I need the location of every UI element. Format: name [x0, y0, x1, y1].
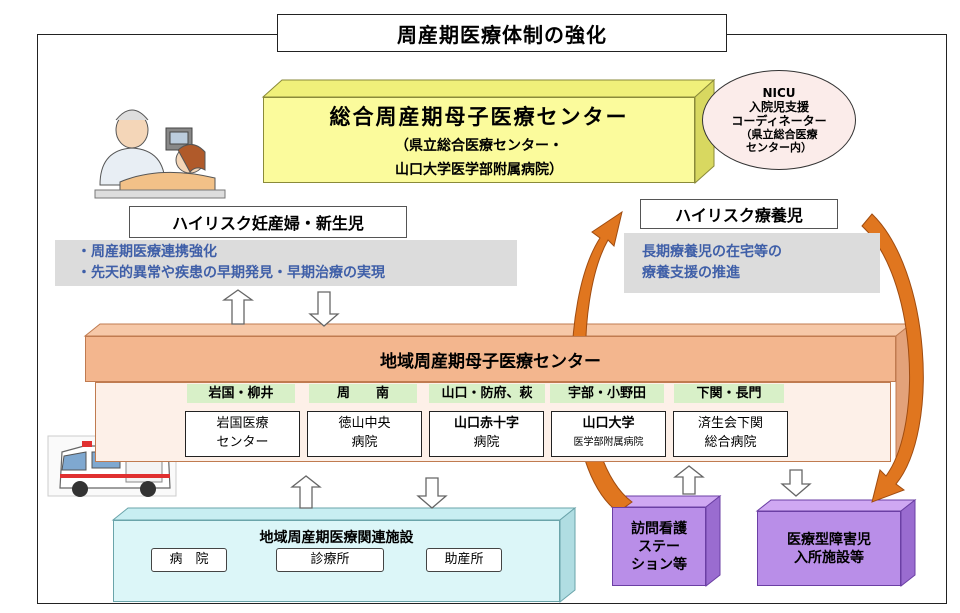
mother-notes-box: ・周産期医療連携強化 ・先天的異常や疾患の早期発見・早期治療の実現	[55, 240, 517, 286]
comprehensive-perinatal-center: 総合周産期母子医療センター （県立総合医療センター・ 山口大学医学部附属病院）	[263, 97, 695, 183]
mother-note-1: ・周産期医療連携強化	[77, 244, 217, 260]
area-tag-shunan: 周 南	[309, 384, 417, 403]
area-tag-yamaguchi: 山口・防府、萩	[429, 384, 545, 403]
hospital-tokuyama-line2: 病院	[351, 435, 378, 450]
nicu-coordinator-ellipse: NICU 入院児支援 コーディネーター （県立総合医療 センター内）	[702, 70, 856, 170]
high-risk-child-label: ハイリスク療養児	[640, 199, 838, 229]
hospital-yamaguchi-redcross: 山口赤十字 病院	[429, 411, 544, 457]
high-risk-mother-label: ハイリスク妊産婦・新生児	[129, 206, 407, 238]
facility-hospital: 病 院	[151, 548, 227, 572]
nurse-line2: ステー	[638, 538, 680, 555]
disabled-line1: 医療型障害児	[787, 531, 871, 548]
area-tag-shimonoseki: 下関・長門	[674, 384, 784, 403]
regional-center-name: 地域周産期母子医療センター	[380, 351, 601, 372]
main-center-line2: （県立総合医療センター・	[395, 138, 563, 154]
hospital-saiseikai-shimonoseki: 済生会下関 総合病院	[673, 411, 788, 457]
hospital-saiseikai-line1: 済生会下関	[697, 416, 763, 431]
facility-top-face	[111, 507, 577, 521]
area-tag-ube: 宇部・小野田	[550, 384, 664, 403]
curved-arrow-right	[861, 213, 924, 503]
nicu-line1: NICU	[762, 86, 796, 100]
child-note-1: 長期療養児の在宅等の	[642, 244, 782, 260]
facility-title: 地域周産期医療関連施設	[259, 530, 414, 546]
facility-side-face	[559, 506, 576, 604]
down-arrow-facility	[416, 477, 448, 509]
nurse-line3: ション等	[631, 556, 687, 573]
nicu-line2: 入院児支援	[748, 100, 809, 114]
facility-clinic: 診療所	[276, 548, 384, 572]
main-center-top-face	[261, 79, 716, 98]
down-arrow-disabled	[780, 469, 812, 497]
hospital-saiseikai-line2: 総合病院	[704, 435, 757, 450]
hospital-redcross-line2: 病院	[473, 435, 500, 450]
hospital-iwakuni-line1: 岩国医療	[216, 416, 269, 431]
doctor-patient-illustration	[94, 109, 226, 199]
nicu-line4: （県立総合医療	[740, 128, 818, 141]
hospital-university-line1: 山口大学	[582, 416, 635, 431]
regional-center-top-face	[83, 323, 913, 337]
child-note-2: 療養支援の推進	[642, 265, 740, 281]
hospital-iwakuni-line2: センター	[216, 435, 269, 450]
ambulance-illustration	[47, 435, 177, 497]
disabled-facility-side-face	[900, 498, 916, 588]
disabled-line2: 入所施設等	[794, 549, 864, 566]
nicu-line3: コーディネーター	[731, 114, 827, 128]
hospital-tokuyama-line1: 徳山中央	[338, 416, 391, 431]
nurse-line1: 訪問看護	[631, 520, 687, 537]
disabled-child-facility: 医療型障害児 入所施設等	[757, 511, 901, 586]
visiting-nurse-station: 訪問看護 ステー ション等	[612, 507, 706, 586]
regional-perinatal-center: 地域周産期母子医療センター	[85, 336, 896, 382]
visiting-nurse-side-face	[705, 494, 721, 588]
hospital-iwakuni: 岩国医療 センター	[185, 411, 300, 457]
main-center-name: 総合周産期母子医療センター	[329, 105, 629, 129]
up-arrow-facility	[290, 475, 322, 509]
main-center-line3: 山口大学医学部附属病院）	[395, 162, 563, 178]
facility-midwifery: 助産所	[426, 548, 502, 572]
nicu-line5: センター内）	[746, 141, 812, 154]
mother-note-2: ・先天的異常や疾患の早期発見・早期治療の実現	[77, 265, 385, 281]
child-notes-box: 長期療養児の在宅等の 療養支援の推進	[624, 233, 880, 293]
down-arrow-mother	[308, 291, 340, 327]
hospital-tokuyama: 徳山中央 病院	[307, 411, 422, 457]
diagram-title: 周産期医療体制の強化	[277, 14, 727, 52]
hospital-university-line2: 医学部附属病院	[573, 437, 644, 448]
hospital-redcross-line1: 山口赤十字	[453, 416, 519, 431]
disabled-facility-top-face	[755, 499, 917, 512]
up-arrow-mother	[221, 289, 255, 325]
up-arrow-nurse	[673, 465, 705, 495]
hospital-yamaguchi-university: 山口大学 医学部附属病院	[551, 411, 666, 457]
area-tag-iwakuni: 岩国・柳井	[187, 384, 295, 403]
